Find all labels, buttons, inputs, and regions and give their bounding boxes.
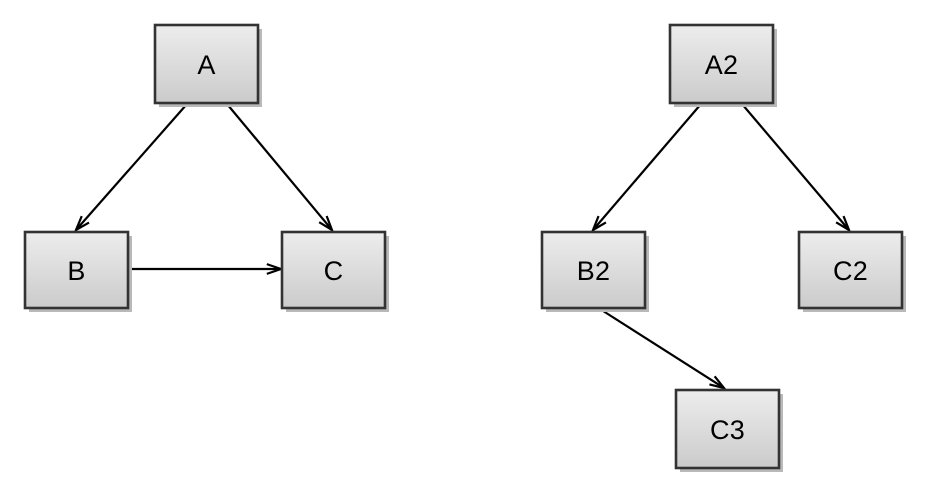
node-box[interactable] xyxy=(23,230,130,310)
node-box[interactable] xyxy=(797,230,904,310)
node-box[interactable] xyxy=(540,230,647,310)
edges-layer xyxy=(73,103,852,390)
arrowhead-icon xyxy=(318,215,335,233)
node-B[interactable]: B xyxy=(23,230,132,312)
node-box[interactable] xyxy=(674,388,781,470)
node-C3[interactable]: C3 xyxy=(674,388,783,472)
edge-A-C[interactable] xyxy=(226,103,335,233)
edge-line xyxy=(593,103,702,230)
edge-line xyxy=(226,103,332,230)
edge-A2-C2[interactable] xyxy=(741,103,852,233)
arrowhead-icon xyxy=(73,215,90,233)
edge-line xyxy=(76,103,188,230)
edge-line xyxy=(599,308,724,389)
node-A[interactable]: A xyxy=(153,23,262,107)
edge-A2-B2[interactable] xyxy=(590,103,702,233)
arrowhead-icon xyxy=(590,215,607,233)
arrowhead-icon xyxy=(709,375,727,390)
node-C[interactable]: C xyxy=(280,230,389,312)
node-box[interactable] xyxy=(153,23,260,105)
left-graph-nodes: A B C xyxy=(23,23,389,312)
edge-B-C[interactable] xyxy=(129,263,285,275)
node-B2[interactable]: B2 xyxy=(540,230,649,312)
node-A2[interactable]: A2 xyxy=(668,23,777,107)
node-box[interactable] xyxy=(668,23,775,105)
right-graph-edges xyxy=(590,103,852,390)
node-box[interactable] xyxy=(280,230,387,310)
edge-A-B[interactable] xyxy=(73,103,188,233)
edge-B2-C3[interactable] xyxy=(599,308,727,390)
edge-line xyxy=(741,103,849,230)
arrowhead-icon xyxy=(835,215,852,233)
node-C2[interactable]: C2 xyxy=(797,230,906,312)
